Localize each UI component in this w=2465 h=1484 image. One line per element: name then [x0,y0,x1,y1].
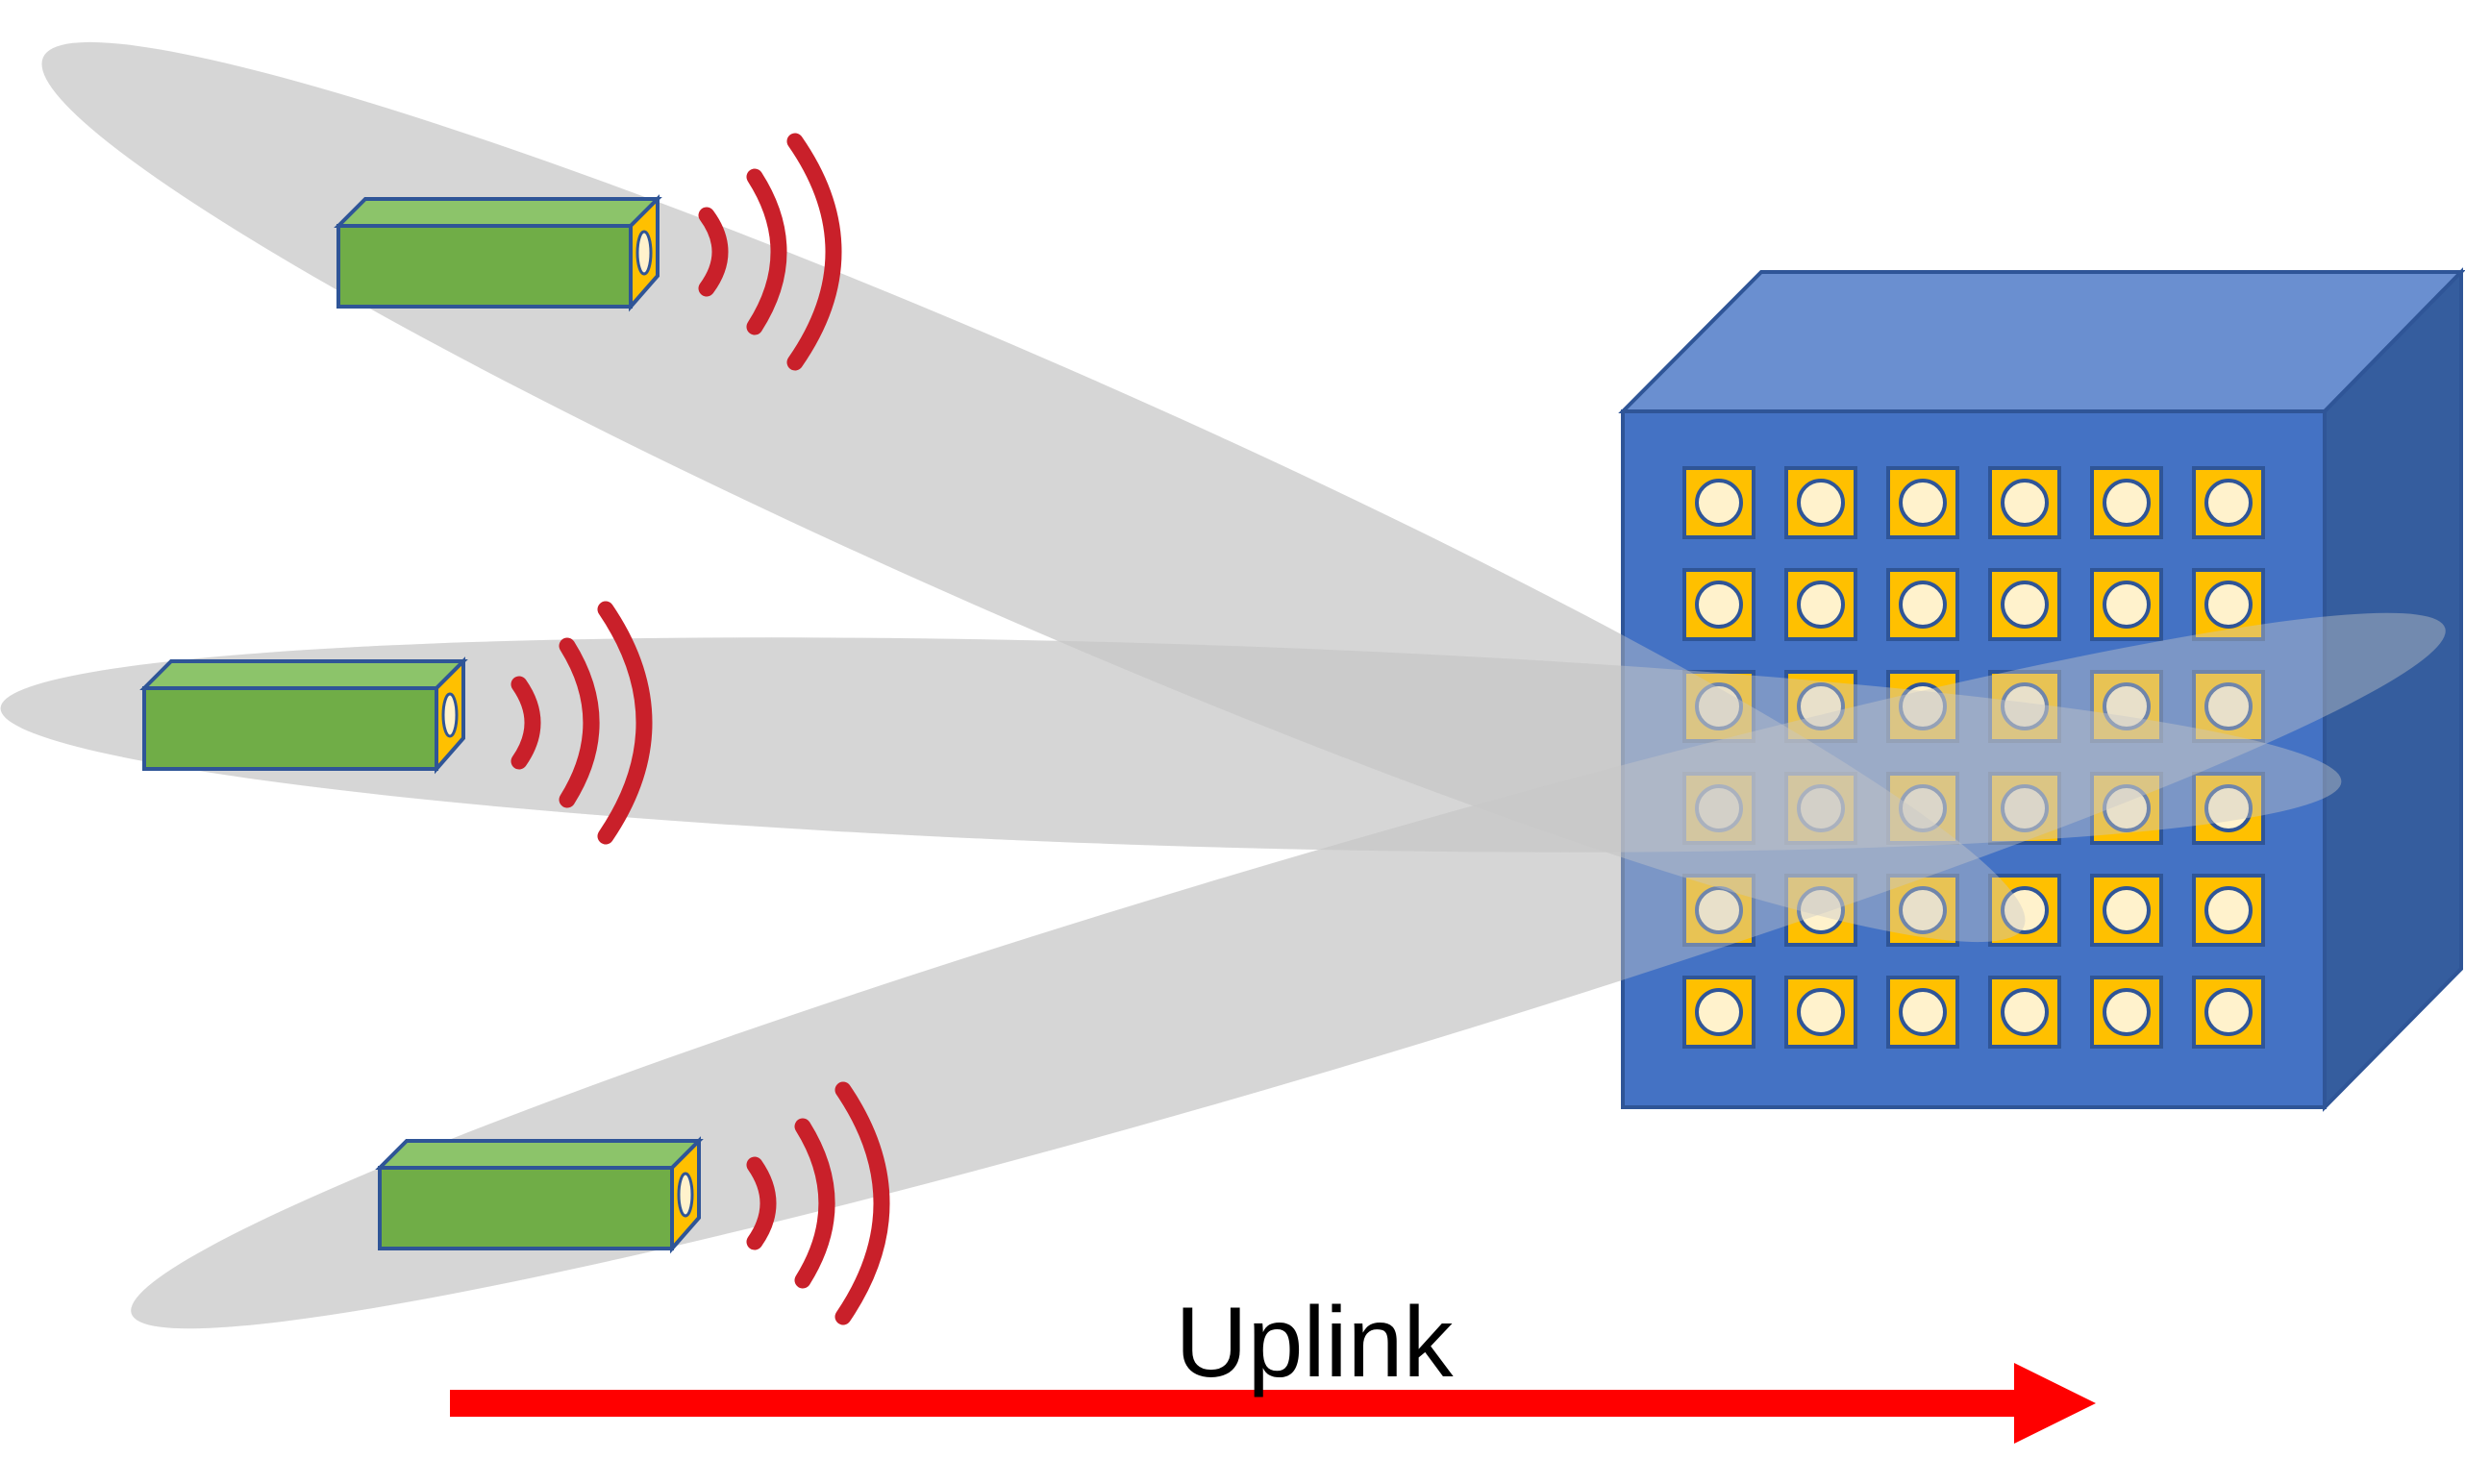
antenna-element [1797,581,1845,629]
wave-arc [510,676,541,770]
antenna-element [2103,479,2151,527]
base-station-top [1618,270,2465,413]
antenna-element [2204,988,2253,1036]
wave-arc [834,1081,890,1325]
antenna-element [1797,479,1845,527]
device-body [142,686,438,771]
user-device-1 [334,194,662,312]
uplink-arrow [450,1363,2096,1444]
device-antenna-element [441,692,459,738]
antenna-element [1695,581,1743,629]
base-station [1618,267,2465,1112]
uplink-arrow-shaft [450,1390,2027,1417]
wave-arc [746,1156,777,1250]
antenna-element [2001,682,2049,730]
antenna-element [2001,479,2049,527]
antenna-element [2001,581,2049,629]
antenna-element [1695,886,1743,934]
antenna-element [1899,886,1947,934]
signal-waves-user-3 [746,1081,890,1325]
wave-arc [559,637,600,808]
antenna-element [1899,581,1947,629]
beam-overlay-user-3 [131,612,2446,1329]
signal-waves-user-2 [510,601,653,845]
antenna-element [1797,682,1845,730]
antenna-element [2204,682,2253,730]
antenna-element [2001,988,2049,1036]
antenna-element [1797,988,1845,1036]
uplink-arrow-head [2014,1363,2096,1444]
device-top [375,1139,704,1170]
antenna-array [1682,466,2265,1049]
antenna-element [1899,682,1947,730]
device-top [139,659,468,690]
antenna-element [2103,581,2151,629]
antenna-element [1899,479,1947,527]
device-antenna-element [635,230,653,276]
wave-arc [597,601,653,845]
antenna-element [2103,682,2151,730]
device-body [378,1166,674,1250]
user-device-2 [139,656,468,775]
antenna-element [1797,784,1845,832]
antenna-element [2103,886,2151,934]
antenna-element [2204,886,2253,934]
signal-waves-user-1 [698,133,842,371]
antenna-element [2204,581,2253,629]
uplink-label: Uplink [1176,1287,1455,1398]
antenna-element [1797,886,1845,934]
antenna-element [1695,479,1743,527]
antenna-element [1695,988,1743,1036]
antenna-element [2103,784,2151,832]
device-body [336,224,633,309]
antenna-element [2204,784,2253,832]
wave-arc [698,207,729,297]
antenna-element [1695,784,1743,832]
antenna-element [2204,479,2253,527]
antenna-element [1899,784,1947,832]
wave-arc [786,133,842,371]
antenna-element [2001,784,2049,832]
wave-arc [794,1118,835,1289]
device-antenna-element [677,1172,694,1218]
device-top [334,197,662,228]
antenna-element [2103,988,2151,1036]
user-device-3 [375,1136,704,1254]
antenna-element [1899,988,1947,1036]
wave-arc [746,168,787,335]
antenna-element [1695,682,1743,730]
antenna-element [2001,886,2049,934]
